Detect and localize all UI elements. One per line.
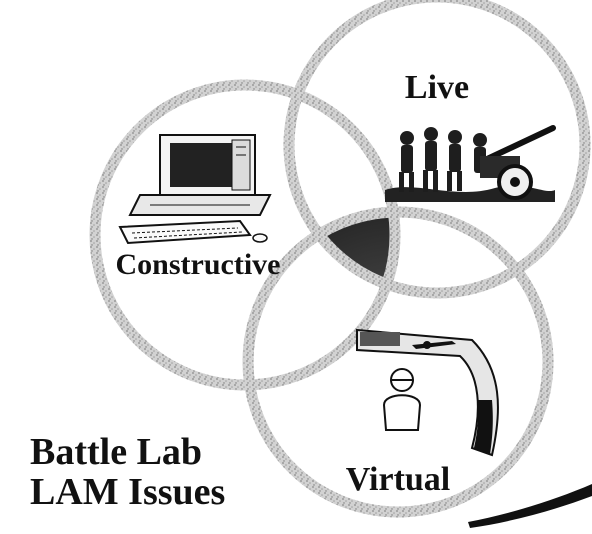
computer-workstation-icon (118, 134, 272, 245)
decorative-swoosh (468, 484, 592, 528)
constructive-label: Constructive (116, 248, 281, 281)
title-line-2: LAM Issues (30, 471, 226, 513)
soldiers-artillery-icon (385, 125, 556, 202)
virtual-circle (242, 206, 554, 518)
title-line-1: Battle Lab (30, 431, 203, 473)
virtual-simulator-icon (356, 328, 499, 457)
live-circle (283, 0, 591, 299)
live-label: Live (405, 69, 469, 106)
virtual-label: Virtual (346, 461, 451, 498)
